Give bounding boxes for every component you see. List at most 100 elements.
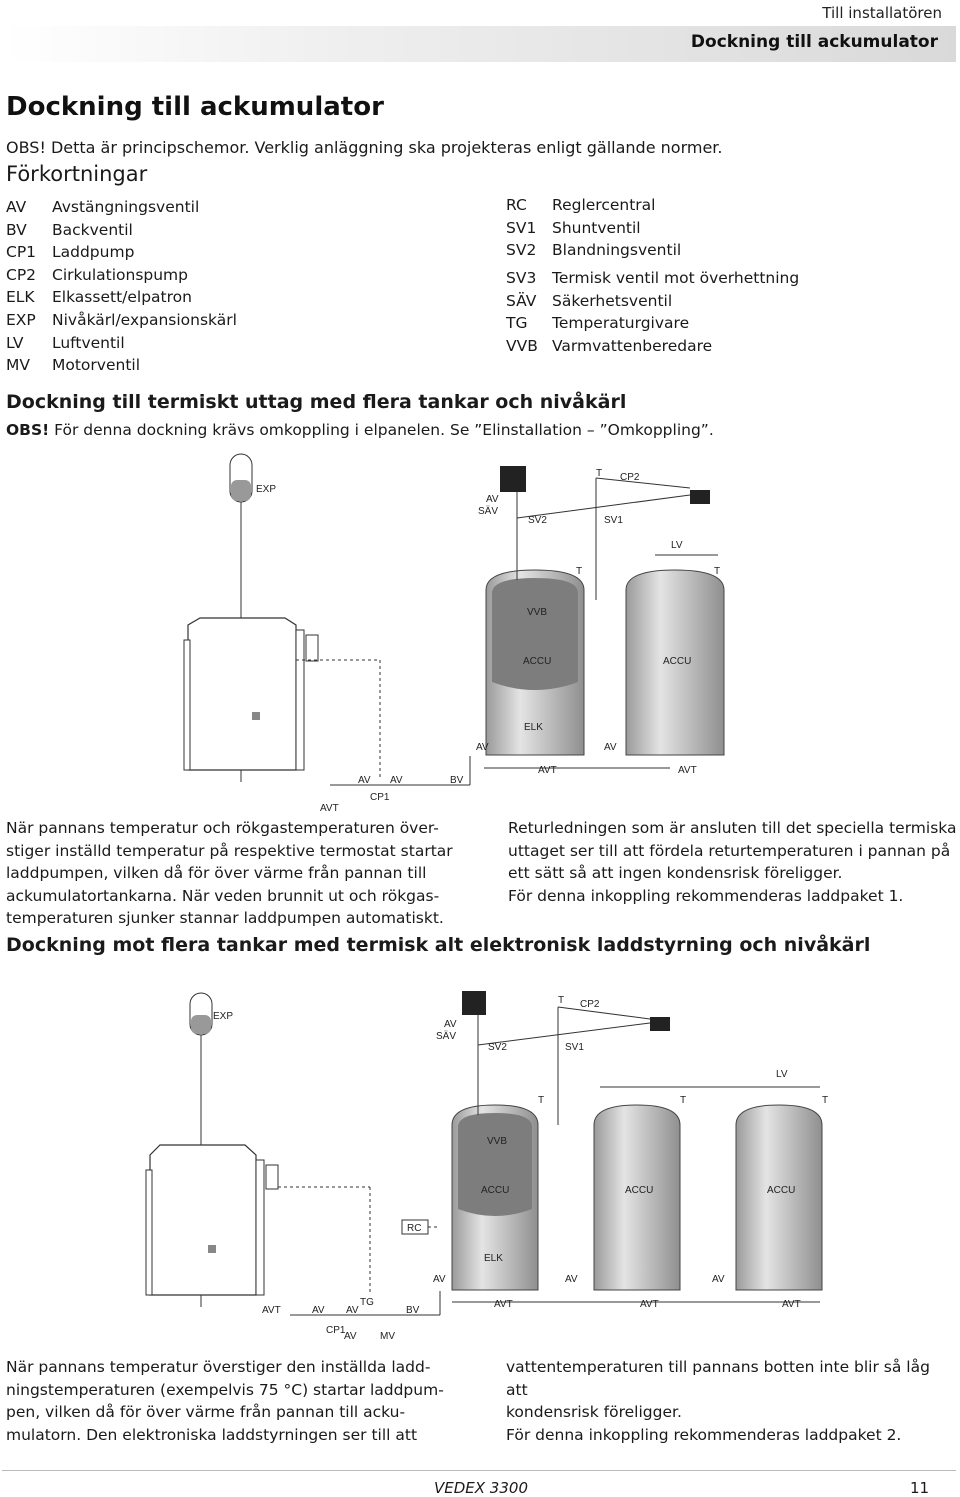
av-label: AV	[358, 775, 371, 786]
avt-label: AVT	[640, 1299, 659, 1310]
abbreviations-title: Förkortningar	[6, 162, 148, 186]
radiator-icon	[650, 1017, 670, 1031]
rc-label: RC	[407, 1223, 421, 1234]
av-label: AV	[344, 1331, 357, 1342]
boiler	[183, 617, 319, 771]
t-label: T	[596, 468, 602, 479]
tap-icon	[462, 991, 486, 1015]
t-label: T	[538, 1095, 544, 1106]
accu-label: ACCU	[523, 656, 551, 667]
bv-label: BV	[450, 775, 464, 786]
vvb-label: VVB	[487, 1136, 507, 1147]
t-label: T	[680, 1095, 686, 1106]
tank-2: ACCU	[625, 569, 725, 756]
avt-label: AVT	[320, 803, 339, 814]
sv1-label: SV1	[604, 515, 623, 526]
sv2-label: SV2	[528, 515, 547, 526]
page-number: 11	[910, 1479, 930, 1497]
section2-title: Dockning mot flera tankar med termisk al…	[6, 934, 871, 956]
piping	[200, 1006, 820, 1316]
avt-label: AVT	[782, 1299, 801, 1310]
header-section: Till installatören	[822, 4, 942, 22]
footer-brand: VEDEX 3300	[434, 1479, 528, 1497]
boiler	[145, 1144, 279, 1296]
lv-label: LV	[671, 540, 683, 551]
accu-label: ACCU	[625, 1185, 653, 1196]
t-label: T	[714, 566, 720, 577]
cp1-label: CP1	[326, 1325, 346, 1336]
accu-label: ACCU	[481, 1185, 509, 1196]
tank-3: ACCU	[735, 1104, 823, 1291]
piping	[240, 477, 718, 786]
av-label: AV	[390, 775, 403, 786]
t-label: T	[822, 1095, 828, 1106]
page-title: Dockning till ackumulator	[6, 92, 384, 122]
cp1-label: CP1	[370, 792, 390, 803]
section1-diagram: EXP VVB ACCU ELK ACCU AV SÄV SV2	[183, 453, 725, 814]
page-notice: OBS! Detta är principschemor. Verklig an…	[6, 138, 723, 157]
av-label: AV	[565, 1274, 578, 1285]
av-label: AV	[486, 494, 499, 505]
footer-divider	[2, 1470, 956, 1471]
sav-label: SÄV	[478, 505, 498, 517]
avt-label: AVT	[494, 1299, 513, 1310]
tg-label: TG	[360, 1297, 374, 1308]
cp2-label: CP2	[580, 999, 600, 1010]
vvb-label: VVB	[527, 607, 547, 618]
elk-label: ELK	[484, 1253, 503, 1264]
section1-title: Dockning till termiskt uttag med flera t…	[6, 391, 627, 413]
accu-label: ACCU	[663, 656, 691, 667]
av-label: AV	[312, 1305, 325, 1316]
header-title: Dockning till ackumulator	[690, 32, 938, 52]
avt-label: AVT	[678, 765, 697, 776]
section2-text-left: När pannans temperatur överstiger den in…	[6, 1358, 444, 1444]
av-label: AV	[433, 1274, 446, 1285]
elk-label: ELK	[524, 722, 543, 733]
section1-text-right: Returledningen som är ansluten till det …	[508, 819, 957, 905]
exp-label: EXP	[256, 484, 276, 495]
tap-icon	[500, 466, 526, 492]
cp2-label: CP2	[620, 472, 640, 483]
accu-label: ACCU	[767, 1185, 795, 1196]
avt-label: AVT	[262, 1305, 281, 1316]
av-label: AV	[712, 1274, 725, 1285]
section1-text-left: När pannans temperatur och rökgastempera…	[6, 819, 453, 928]
tank-1: VVB ACCU ELK	[451, 1104, 539, 1291]
av-label: AV	[604, 742, 617, 753]
avt-label: AVT	[538, 765, 557, 776]
bv-label: BV	[406, 1305, 420, 1316]
mv-label: MV	[380, 1331, 395, 1342]
exp-label: EXP	[213, 1011, 233, 1022]
radiator-icon	[690, 490, 710, 504]
sv2-label: SV2	[488, 1042, 507, 1053]
section2-diagram: EXP VVB ACCU ELK ACCU ACCU RC	[145, 991, 828, 1342]
header-band	[4, 26, 956, 62]
tank-1: VVB ACCU ELK	[485, 569, 585, 756]
av-label: AV	[476, 742, 489, 753]
lv-label: LV	[776, 1069, 788, 1080]
t-label: T	[576, 566, 582, 577]
t-label: T	[558, 995, 564, 1006]
sv1-label: SV1	[565, 1042, 584, 1053]
av-label: AV	[444, 1019, 457, 1030]
tank-2: ACCU	[593, 1104, 681, 1291]
av-label: AV	[346, 1305, 359, 1316]
section2-text-right: vattentemperaturen till pannans botten i…	[506, 1358, 930, 1444]
